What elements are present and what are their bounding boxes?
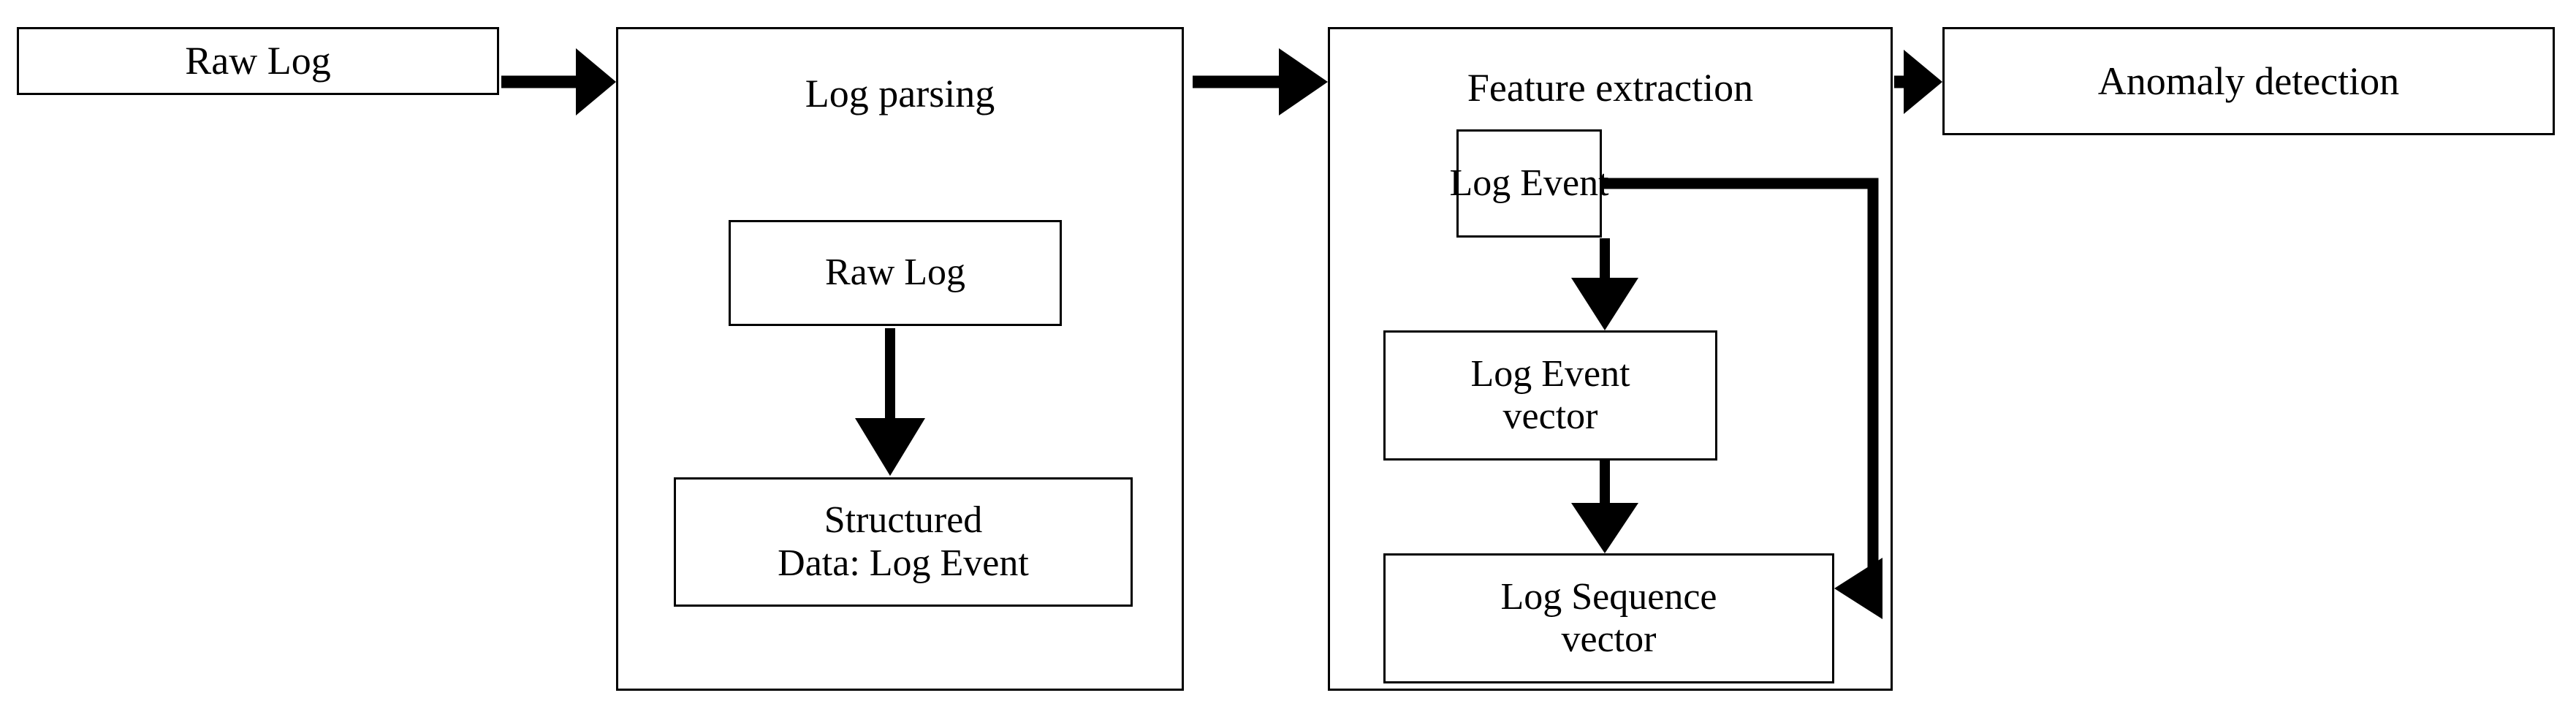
node-log-parsing-label: Log parsing [805,72,995,115]
node-log-sequence-vector: Log Sequence vector [1383,553,1834,683]
edge-raw-log-to-log-parsing [501,48,616,115]
node-log-sequence-vector-label: Log Sequence vector [1500,575,1717,660]
node-feature-extraction: Feature extraction [1328,27,1893,691]
node-raw-log-input-label: Raw Log [185,39,331,83]
node-log-event-vector: Log Event vector [1383,330,1717,461]
node-structured-data-label: Structured Data: Log Event [778,499,1029,584]
edge-feature-extraction-to-anomaly-detection [1894,50,1942,114]
node-structured-data: Structured Data: Log Event [674,477,1133,607]
node-log-event-label: Log Event [1449,162,1609,204]
edge-log-parsing-to-feature-extraction [1193,48,1328,115]
node-log-event: Log Event [1449,129,1609,238]
node-log-event-vector-label: Log Event vector [1470,352,1630,437]
node-raw-log-input: Raw Log [17,27,499,95]
node-anomaly-detection-label: Anomaly detection [2097,58,2400,103]
node-anomaly-detection: Anomaly detection [1942,27,2555,135]
node-log-parsing-raw-log: Raw Log [729,220,1062,326]
node-feature-extraction-label: Feature extraction [1467,66,1754,110]
node-log-parsing-raw-log-label: Raw Log [824,251,966,294]
node-log-parsing: Log parsing [616,27,1184,691]
